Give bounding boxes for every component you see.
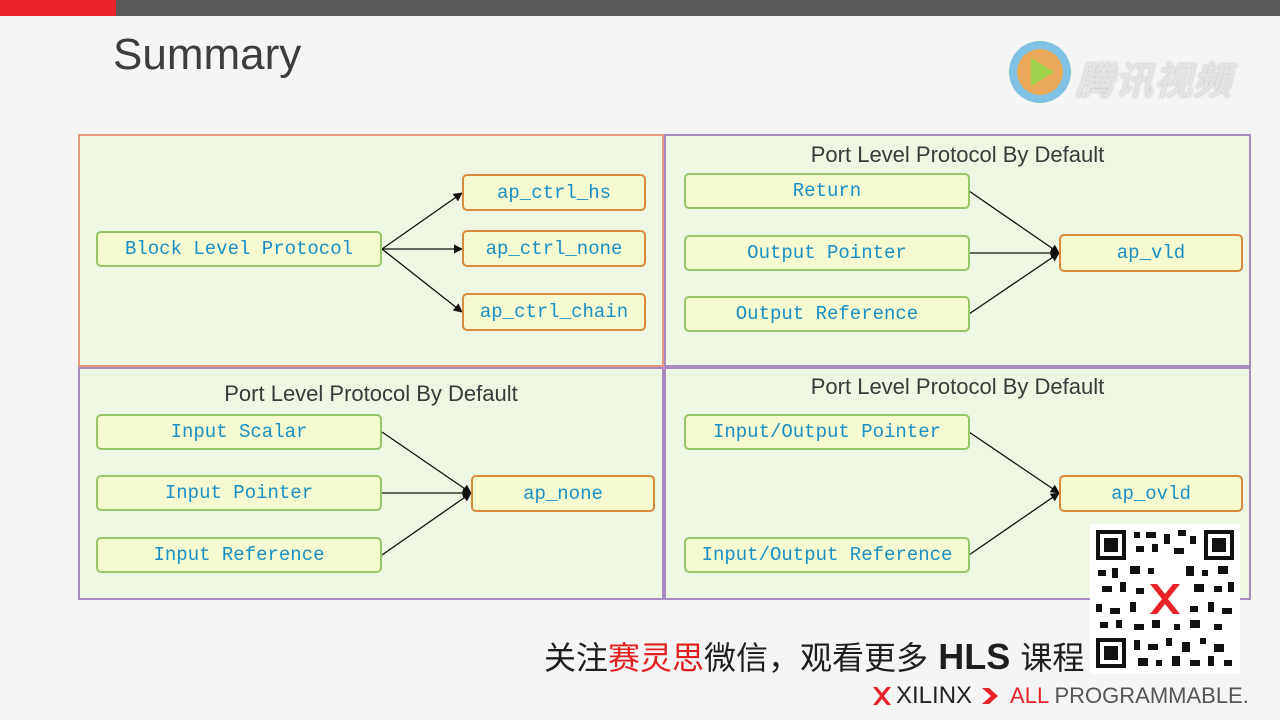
play-icon bbox=[1009, 41, 1071, 103]
chevron-right-icon bbox=[982, 688, 999, 704]
edge bbox=[381, 192, 463, 250]
node-output-reference: Output Reference bbox=[684, 296, 970, 332]
node-ap-ctrl-chain: ap_ctrl_chain bbox=[462, 293, 646, 331]
promo-prefix: 关注 bbox=[544, 639, 609, 677]
panel-heading: Port Level Protocol By Default bbox=[810, 374, 1105, 399]
node-input-reference: Input Reference bbox=[96, 537, 382, 573]
node-output-pointer: Output Pointer bbox=[684, 235, 970, 271]
top-bar-accent bbox=[0, 0, 116, 16]
promo-highlight: 赛灵思 bbox=[608, 639, 705, 677]
xilinx-logo-icon bbox=[1150, 584, 1180, 614]
edge bbox=[381, 248, 463, 313]
node-inout-pointer: Input/Output Pointer bbox=[684, 414, 970, 450]
node-input-scalar: Input Scalar bbox=[96, 414, 382, 450]
tagline-rest: PROGRAMMABLE. bbox=[1048, 683, 1249, 708]
xilinx-x-icon bbox=[873, 687, 891, 705]
panel-heading: Port Level Protocol By Default bbox=[224, 381, 518, 406]
promo-text: 关注赛灵思微信，观看更多 HLS 课程 bbox=[544, 633, 1084, 679]
xilinx-name: XILINX bbox=[896, 682, 973, 709]
edge bbox=[968, 431, 1060, 494]
xilinx-tagline: ALL PROGRAMMABLE. bbox=[1010, 683, 1249, 709]
edge bbox=[968, 252, 1060, 315]
edge bbox=[968, 190, 1060, 254]
edge bbox=[381, 492, 472, 556]
qr-code bbox=[1090, 524, 1240, 674]
node-block-level-protocol: Block Level Protocol bbox=[96, 231, 382, 267]
node-ap-ovld: ap_ovld bbox=[1059, 475, 1243, 512]
watermark-text: 腾讯视频 bbox=[1076, 59, 1233, 103]
node-input-pointer: Input Pointer bbox=[96, 475, 382, 511]
slide-title: Summary bbox=[113, 30, 302, 79]
node-ap-ctrl-none: ap_ctrl_none bbox=[462, 230, 646, 267]
node-ap-none: ap_none bbox=[471, 475, 655, 512]
node-ap-ctrl-hs: ap_ctrl_hs bbox=[462, 174, 646, 211]
node-inout-reference: Input/Output Reference bbox=[684, 537, 970, 573]
xilinx-logo: XILINX ALL PROGRAMMABLE. bbox=[872, 682, 1249, 710]
edge bbox=[968, 492, 1060, 556]
promo-middle: 微信，观看更多 bbox=[704, 639, 939, 677]
promo-hls: HLS bbox=[938, 636, 1011, 677]
node-return: Return bbox=[684, 173, 970, 209]
node-ap-vld: ap_vld bbox=[1059, 234, 1243, 272]
tagline-all: ALL bbox=[1010, 683, 1049, 708]
edge bbox=[381, 431, 472, 494]
panel-heading: Port Level Protocol By Default bbox=[810, 142, 1105, 167]
top-bar bbox=[0, 0, 1280, 16]
promo-suffix: 课程 bbox=[1010, 639, 1085, 677]
